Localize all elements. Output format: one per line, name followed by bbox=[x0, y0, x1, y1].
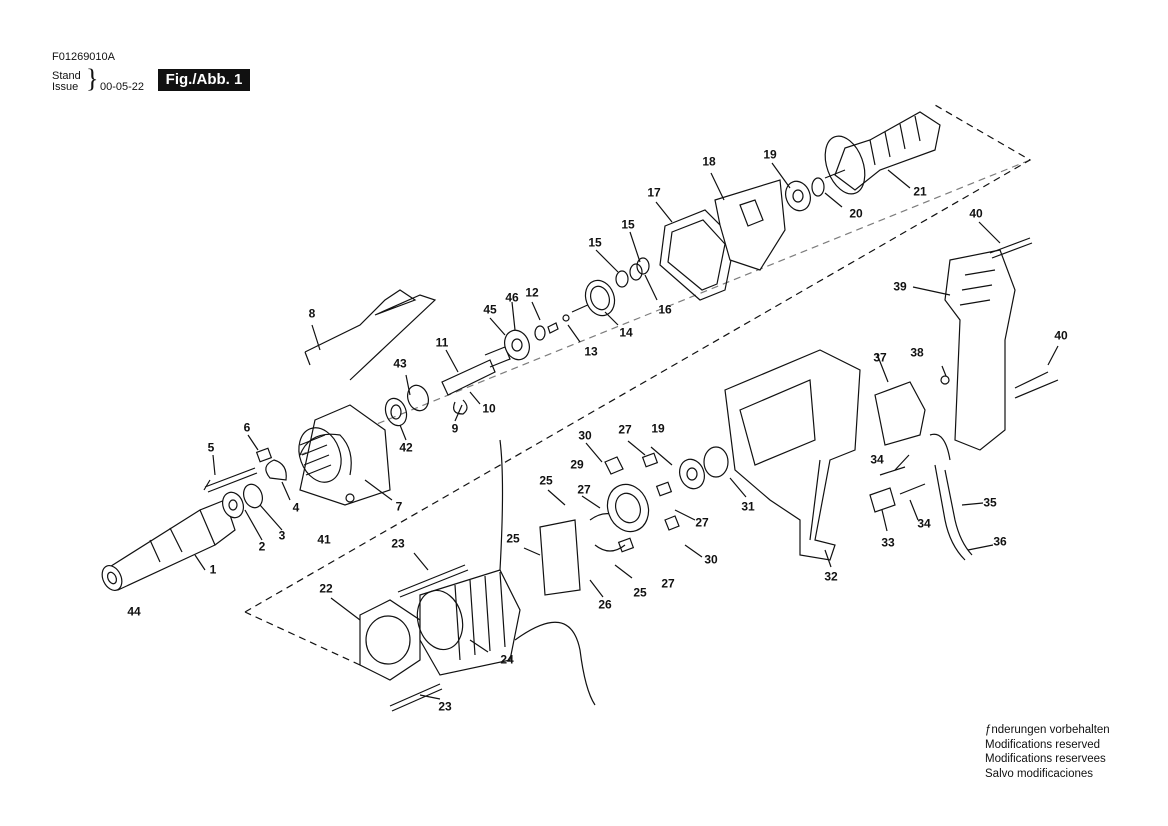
callout-27-bottom: 27 bbox=[661, 576, 675, 591]
callout-30-bottom: 30 bbox=[704, 552, 718, 567]
callout-7: 7 bbox=[395, 499, 403, 514]
note-line: Salvo modificaciones bbox=[985, 767, 1094, 780]
callout-41: 41 bbox=[317, 532, 331, 547]
callout-44: 44 bbox=[127, 604, 141, 619]
note-line: Modifications reserved bbox=[985, 738, 1101, 751]
callout-21: 21 bbox=[913, 184, 927, 199]
callout-8: 8 bbox=[308, 306, 316, 321]
callout-39: 39 bbox=[893, 279, 907, 294]
callout-15-left: 15 bbox=[588, 235, 602, 250]
gear-shaft-part bbox=[571, 279, 616, 317]
nozzle-part bbox=[101, 499, 236, 591]
figure-label: Fig./Abb. 1 bbox=[158, 69, 250, 91]
callout-19-bottom: 19 bbox=[651, 421, 665, 436]
callout-14: 14 bbox=[619, 325, 633, 340]
callout-46: 46 bbox=[505, 290, 519, 305]
callout-36: 36 bbox=[993, 534, 1007, 549]
document-id: F01269010A bbox=[52, 51, 115, 63]
armature-part bbox=[824, 111, 941, 195]
field-coil-part bbox=[416, 439, 596, 706]
modification-notes: ƒnderungen vorbehalten Modifications res… bbox=[985, 723, 1110, 781]
note-line: Modifications reservees bbox=[985, 753, 1106, 765]
callout-10: 10 bbox=[482, 401, 496, 416]
issue-label: Issue bbox=[52, 81, 79, 93]
brace-icon: } bbox=[86, 64, 99, 93]
callout-25-top: 25 bbox=[539, 473, 553, 488]
callout-2: 2 bbox=[258, 539, 266, 554]
callout-29: 29 bbox=[570, 457, 584, 472]
callout-24: 24 bbox=[500, 652, 514, 667]
motor-housing-part bbox=[724, 349, 861, 561]
callout-25-left: 25 bbox=[506, 531, 520, 546]
callout-9: 9 bbox=[451, 421, 459, 436]
callout-35: 35 bbox=[983, 495, 997, 510]
callout-26: 26 bbox=[598, 597, 612, 612]
callout-30-top: 30 bbox=[578, 428, 592, 443]
callout-18: 18 bbox=[702, 154, 716, 169]
callout-20: 20 bbox=[849, 206, 863, 221]
callout-27-mid-right: 27 bbox=[695, 515, 709, 530]
callout-22: 22 bbox=[319, 581, 333, 596]
callout-27-mid-left: 27 bbox=[577, 482, 591, 497]
callout-12: 12 bbox=[525, 285, 539, 300]
callout-19-top: 19 bbox=[763, 147, 777, 162]
callout-6: 6 bbox=[243, 420, 251, 435]
callout-25-bottom: 25 bbox=[633, 585, 647, 600]
callout-43: 43 bbox=[393, 356, 407, 371]
callout-1: 1 bbox=[209, 562, 217, 577]
callout-15-right: 15 bbox=[621, 217, 635, 232]
issue-date: 00-05-22 bbox=[100, 81, 145, 93]
handle-part bbox=[944, 249, 1016, 451]
callout-11: 11 bbox=[435, 335, 449, 350]
callout-40-right: 40 bbox=[1054, 328, 1068, 343]
callout-45: 45 bbox=[483, 302, 497, 317]
callout-37: 37 bbox=[873, 350, 887, 365]
callout-40-top: 40 bbox=[969, 206, 983, 221]
gear-housing-part bbox=[298, 404, 391, 506]
callout-34-bottom: 34 bbox=[917, 516, 931, 531]
callout-42: 42 bbox=[399, 440, 413, 455]
callout-16: 16 bbox=[658, 302, 672, 317]
callout-27-top: 27 bbox=[618, 422, 632, 437]
callout-17: 17 bbox=[647, 185, 661, 200]
callout-13: 13 bbox=[584, 344, 598, 359]
callout-23-bottom: 23 bbox=[438, 699, 452, 714]
callout-33: 33 bbox=[881, 535, 895, 550]
callout-31: 31 bbox=[741, 499, 755, 514]
callout-32: 32 bbox=[824, 569, 838, 584]
callout-3: 3 bbox=[278, 528, 286, 543]
stand-label: Stand bbox=[52, 70, 81, 82]
callout-23-top: 23 bbox=[391, 536, 405, 551]
callout-4: 4 bbox=[292, 500, 300, 515]
callout-5: 5 bbox=[207, 440, 215, 455]
callout-38: 38 bbox=[910, 345, 924, 360]
note-line: ƒnderungen vorbehalten bbox=[985, 724, 1110, 736]
callout-34-top: 34 bbox=[870, 452, 884, 467]
